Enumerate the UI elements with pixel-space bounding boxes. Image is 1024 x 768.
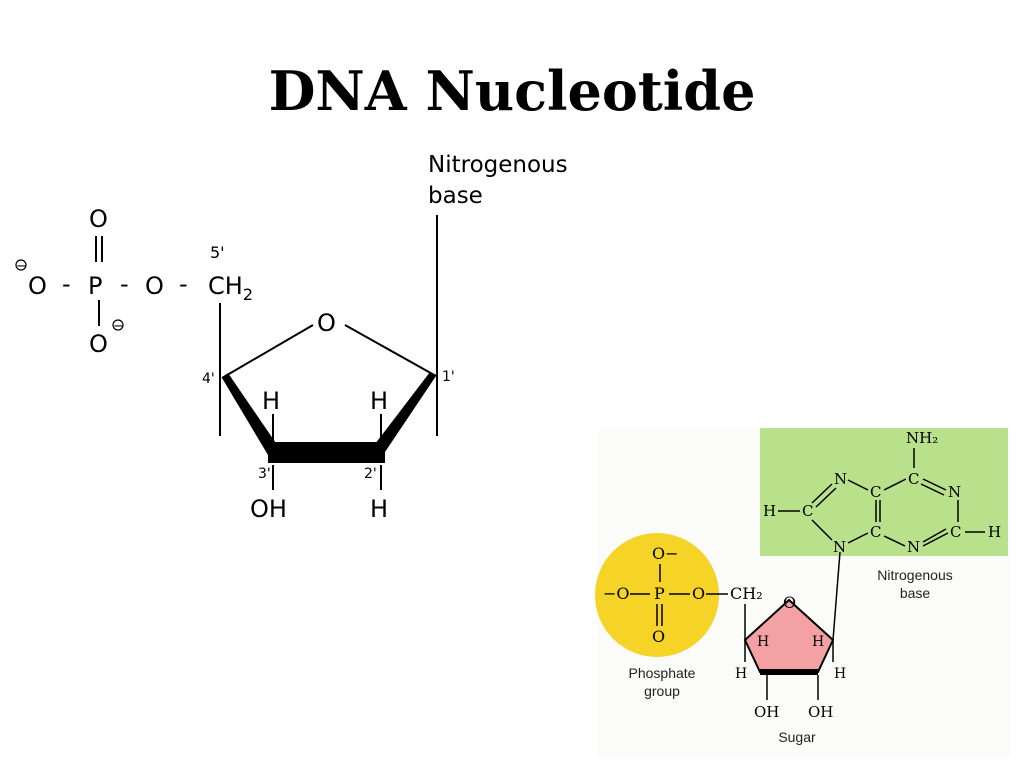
r-base-n-lower-right: N: [907, 538, 920, 556]
r-phos-o-top: O−: [652, 544, 679, 563]
r-base-c-upper-mid: C: [870, 483, 881, 501]
r-caption-base-2: base: [900, 585, 931, 601]
r-base-c-lower-mid: C: [870, 523, 881, 541]
r-base-n-lower-left: N: [833, 538, 846, 556]
r-nh2: NH₂: [906, 429, 938, 447]
charge-left: −: [16, 259, 27, 274]
ring-wedge-right: [372, 372, 436, 452]
phosphate-p: P: [88, 272, 102, 300]
page-title: DNA Nucleotide: [268, 59, 756, 123]
h-top-right: H: [370, 387, 388, 415]
r-caption-sugar: Sugar: [778, 729, 816, 745]
dash-3: -: [179, 270, 188, 298]
r-base-c-top: C: [908, 470, 919, 488]
r-base-c-right: C: [950, 523, 961, 541]
ring-bond-c4-o: [221, 324, 314, 379]
phosphate-circle: [595, 533, 719, 657]
r-oh-right: OH: [808, 703, 833, 721]
phosphate-o-bottom: O: [89, 330, 108, 358]
r-h1: H: [757, 634, 769, 650]
phosphate-o-left: O: [28, 272, 47, 300]
r-base-h-left: H: [763, 502, 776, 520]
pos-2-label: 2': [364, 466, 377, 482]
r-ch2: CH₂: [730, 584, 763, 603]
pos-1-label: 1': [442, 369, 455, 385]
base-label-line1: Nitrogenous: [428, 152, 568, 178]
r-phos-o-bottom: O: [652, 627, 665, 646]
dash-1: -: [62, 270, 71, 298]
ring-oxygen: O: [317, 309, 336, 337]
phosphate-o-bridge: O: [145, 272, 164, 300]
r-h3: H: [735, 666, 747, 682]
charge-bottom-circle: [112, 319, 124, 331]
left-nucleotide-diagram: Nitrogenous base O − O - P - O - O − 5' …: [15, 152, 568, 523]
dash-2: -: [120, 270, 129, 298]
r-base-h-right: H: [988, 523, 1001, 541]
r-caption-base-1: Nitrogenous: [877, 567, 953, 583]
r-caption-phosphate-2: group: [644, 683, 680, 699]
base-highlight: [760, 428, 1008, 556]
ring-wedge-left: [222, 373, 282, 455]
pos-4-label: 4': [202, 371, 215, 387]
right-nucleotide-diagram: O− −O P O O CH₂ O H H H H OH OH NH₂ C N …: [595, 428, 1010, 758]
r-phos-o-right: O: [692, 584, 705, 603]
r-base-n-right: N: [948, 483, 961, 501]
ring-bold-bottom: [268, 442, 385, 463]
charge-left-circle: [15, 259, 27, 271]
r-caption-phosphate-1: Phosphate: [629, 665, 696, 681]
ring-bond-o-c1: [344, 324, 437, 377]
h-bottom: H: [370, 495, 388, 523]
oh-label: OH: [250, 495, 287, 523]
sugar-ring: [743, 598, 835, 673]
base-label-line2: base: [428, 183, 483, 209]
r-ring-o: O: [783, 593, 796, 612]
r-h2: H: [812, 634, 824, 650]
h-top-left: H: [262, 387, 280, 415]
r-oh-left: OH: [754, 703, 779, 721]
charge-bottom: −: [113, 319, 124, 334]
r-glycosidic-bond: [832, 551, 841, 641]
r-phos-o-left: −O: [603, 584, 630, 603]
r-phos-p: P: [654, 584, 665, 603]
r-base-c-left: C: [802, 502, 813, 520]
r-base-bonds: [811, 478, 959, 547]
phosphate-o-top: O: [89, 205, 108, 233]
pos-3-label: 3': [258, 466, 271, 482]
pos-5-label: 5': [210, 243, 225, 262]
r-base-n-left: N: [834, 470, 847, 488]
r-h4: H: [834, 666, 846, 682]
ch2-label: CH2: [208, 272, 253, 304]
